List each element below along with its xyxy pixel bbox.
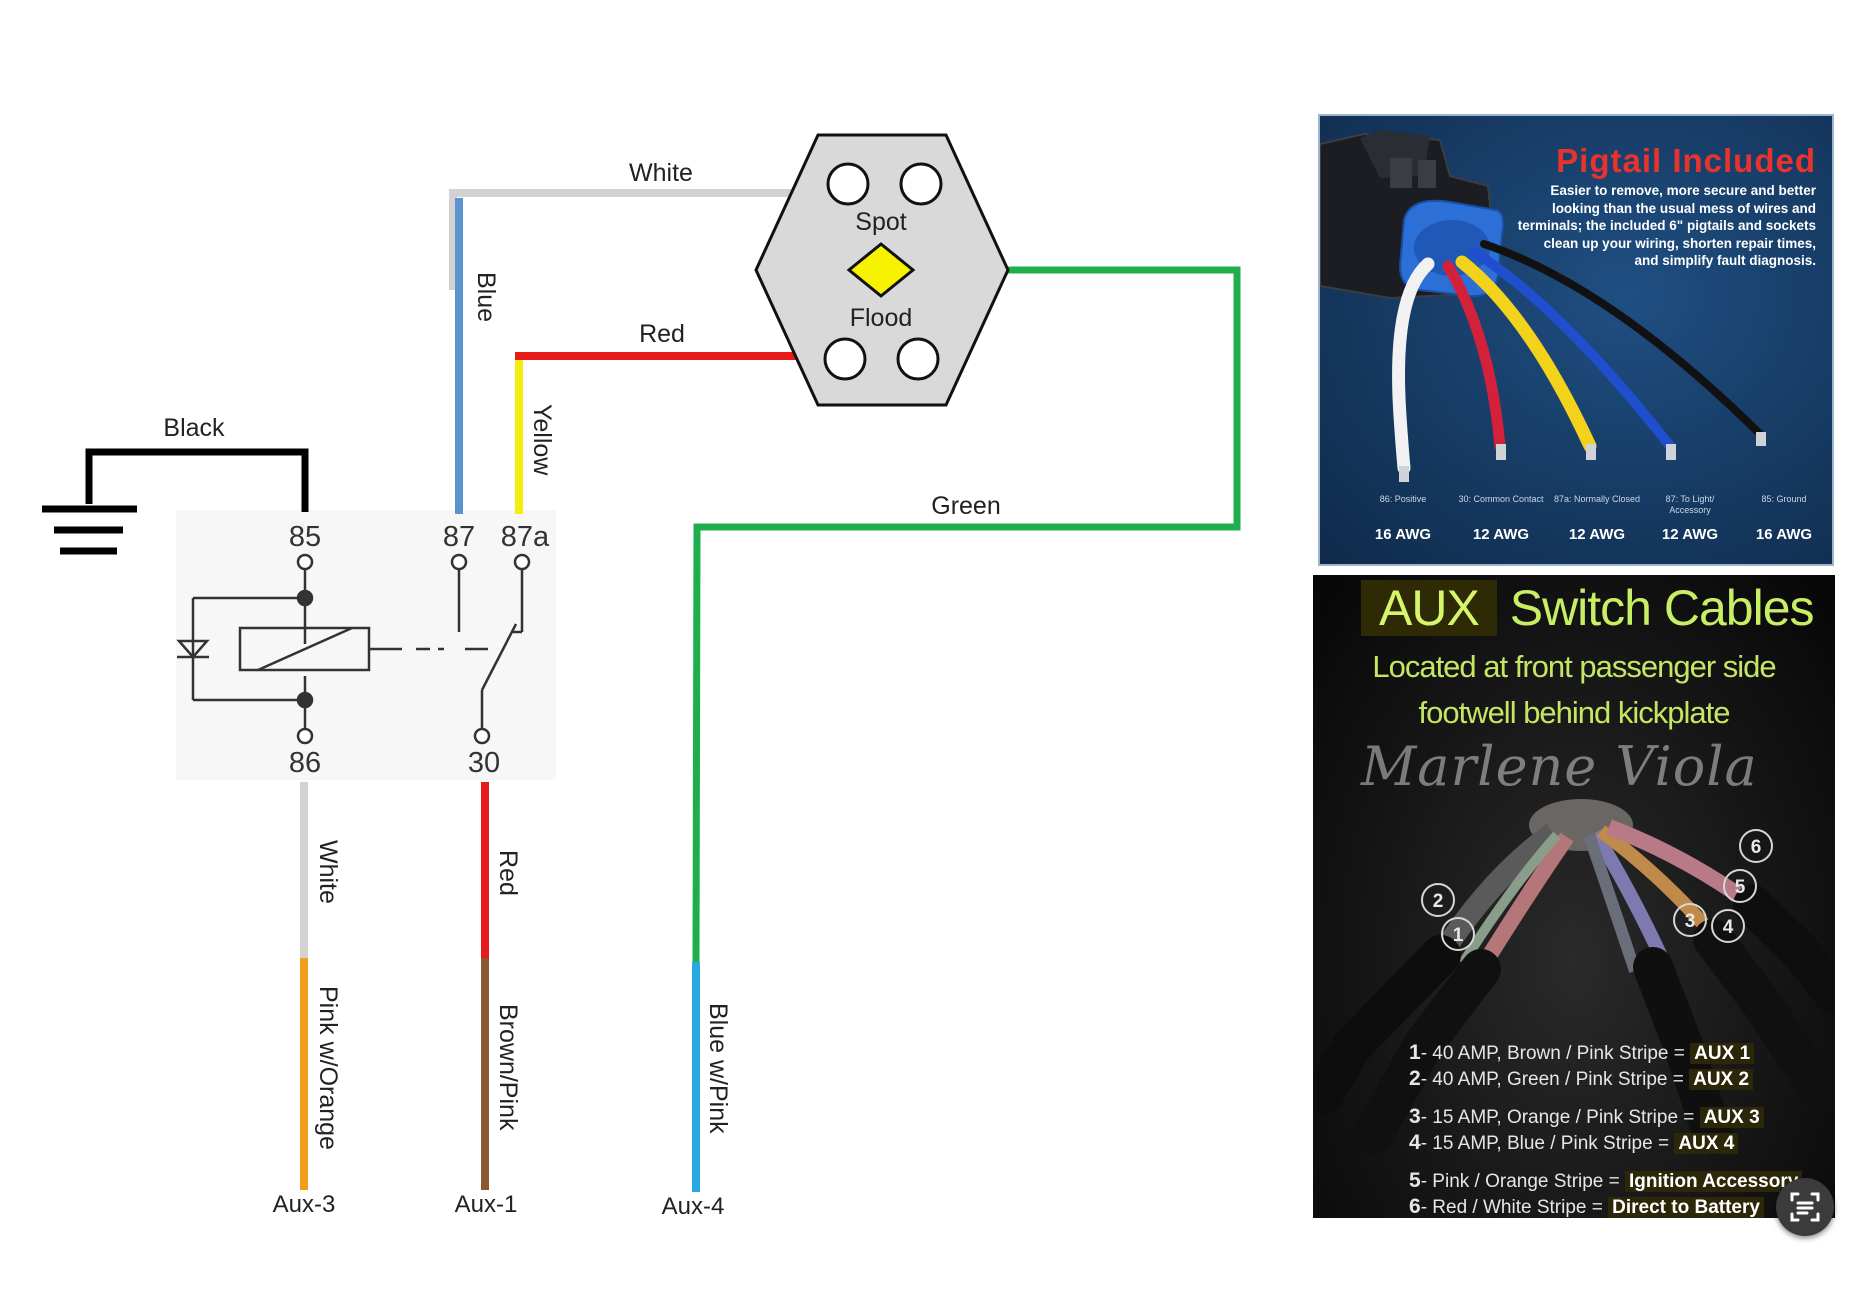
cable-number-5: 5	[1723, 869, 1757, 903]
aux-subtitle-2: footwell behind kickplate	[1418, 695, 1730, 730]
cable-number-3: 3	[1673, 903, 1707, 937]
aux-list-item: 2- 40 AMP, Green / Pink Stripe = AUX 2	[1409, 1066, 1802, 1092]
label-yellow: Yellow	[528, 404, 556, 476]
light-label-flood: Flood	[850, 304, 913, 332]
label-red-bottom: Red	[494, 850, 522, 896]
relay-schematic	[176, 553, 531, 745]
aux-list-item: 3- 15 AMP, Orange / Pink Stripe = AUX 3	[1409, 1104, 1802, 1130]
label-black: Black	[163, 414, 225, 442]
pigtail-wire-awg: 16 AWG	[1374, 526, 1432, 543]
light-unit	[754, 133, 1010, 407]
aux-list-item: 4- 15 AMP, Blue / Pink Stripe = AUX 4	[1409, 1130, 1802, 1156]
label-white-bottom: White	[314, 840, 342, 904]
cable-number-1: 1	[1441, 917, 1475, 951]
pigtail-wire-label: 87: To Light/ Accessory	[1665, 494, 1715, 515]
pigtail-wire-label: 86: Positive	[1379, 494, 1427, 504]
cable-number-4: 4	[1711, 909, 1745, 943]
pin-87a: 87a	[501, 521, 550, 553]
pigtail-wire-label: 87a: Normally Closed	[1553, 494, 1641, 504]
pin-85: 85	[289, 521, 321, 553]
label-aux-3: Aux-3	[273, 1191, 336, 1218]
pigtail-wire-label: 85: Ground	[1761, 494, 1807, 504]
aux-title: AUX Switch Cables	[1361, 579, 1815, 637]
pigtail-panel: Pigtail Included Easier to remove, more …	[1318, 114, 1834, 566]
cable-number-6: 6	[1739, 829, 1773, 863]
aux-list-item: 1- 40 AMP, Brown / Pink Stripe = AUX 1	[1409, 1040, 1802, 1066]
pin-30: 30	[468, 747, 500, 779]
label-white-top: White	[629, 159, 693, 187]
wire-white-top	[449, 189, 793, 290]
light-label-spot: Spot	[855, 208, 906, 236]
pigtail-description: Easier to remove, more secure and better…	[1517, 183, 1816, 268]
label-green: Green	[931, 492, 1000, 520]
aux-switch-panel: AUX Switch Cables Located at front passe…	[1313, 575, 1835, 1218]
label-blue-pink: Blue w/Pink	[704, 1003, 732, 1134]
document-scan-icon	[1790, 1192, 1820, 1222]
aux-list-item: 5- Pink / Orange Stripe = Ignition Acces…	[1409, 1168, 1803, 1194]
aux-title-aux: AUX	[1361, 580, 1497, 636]
label-aux-1: Aux-1	[455, 1191, 518, 1218]
wire-red-top	[515, 352, 800, 362]
pigtail-wire-awg: 12 AWG	[1661, 526, 1719, 543]
ground-icon	[42, 505, 137, 555]
pigtail-wire-awg: 12 AWG	[1472, 526, 1530, 543]
wire-black	[85, 448, 309, 512]
pigtail-wire-awg: 12 AWG	[1568, 526, 1626, 543]
light-diamond	[846, 242, 916, 298]
pigtail-title: Pigtail Included	[1556, 142, 1816, 179]
aux-subtitle-1: Located at front passenger side	[1372, 649, 1776, 684]
wire-green	[692, 266, 1241, 963]
pin-87: 87	[443, 521, 475, 553]
aux-cable-list: 1- 40 AMP, Brown / Pink Stripe = AUX 1 2…	[1409, 1040, 1803, 1218]
document-scan-button[interactable]	[1776, 1178, 1834, 1236]
aux-list-item: 6- Red / White Stripe = Direct to Batter…	[1409, 1194, 1802, 1218]
label-red-top: Red	[639, 320, 685, 348]
label-pink-orange: Pink w/Orange	[314, 986, 342, 1150]
pigtail-illustration	[1320, 130, 1766, 482]
label-aux-4: Aux-4	[662, 1193, 725, 1220]
relay-background	[176, 510, 556, 780]
pigtail-wire-awg: 16 AWG	[1755, 526, 1813, 543]
pin-86: 86	[289, 747, 321, 779]
pigtail-wire-label: 30: Common Contact	[1458, 494, 1544, 504]
label-brown-pink: Brown/Pink	[494, 1004, 522, 1131]
label-blue: Blue	[472, 272, 500, 322]
aux-title-switch-cables: Switch Cables	[1509, 580, 1815, 636]
aux-watermark: Marlene Viola	[1361, 735, 1758, 798]
cable-number-2: 2	[1421, 883, 1455, 917]
